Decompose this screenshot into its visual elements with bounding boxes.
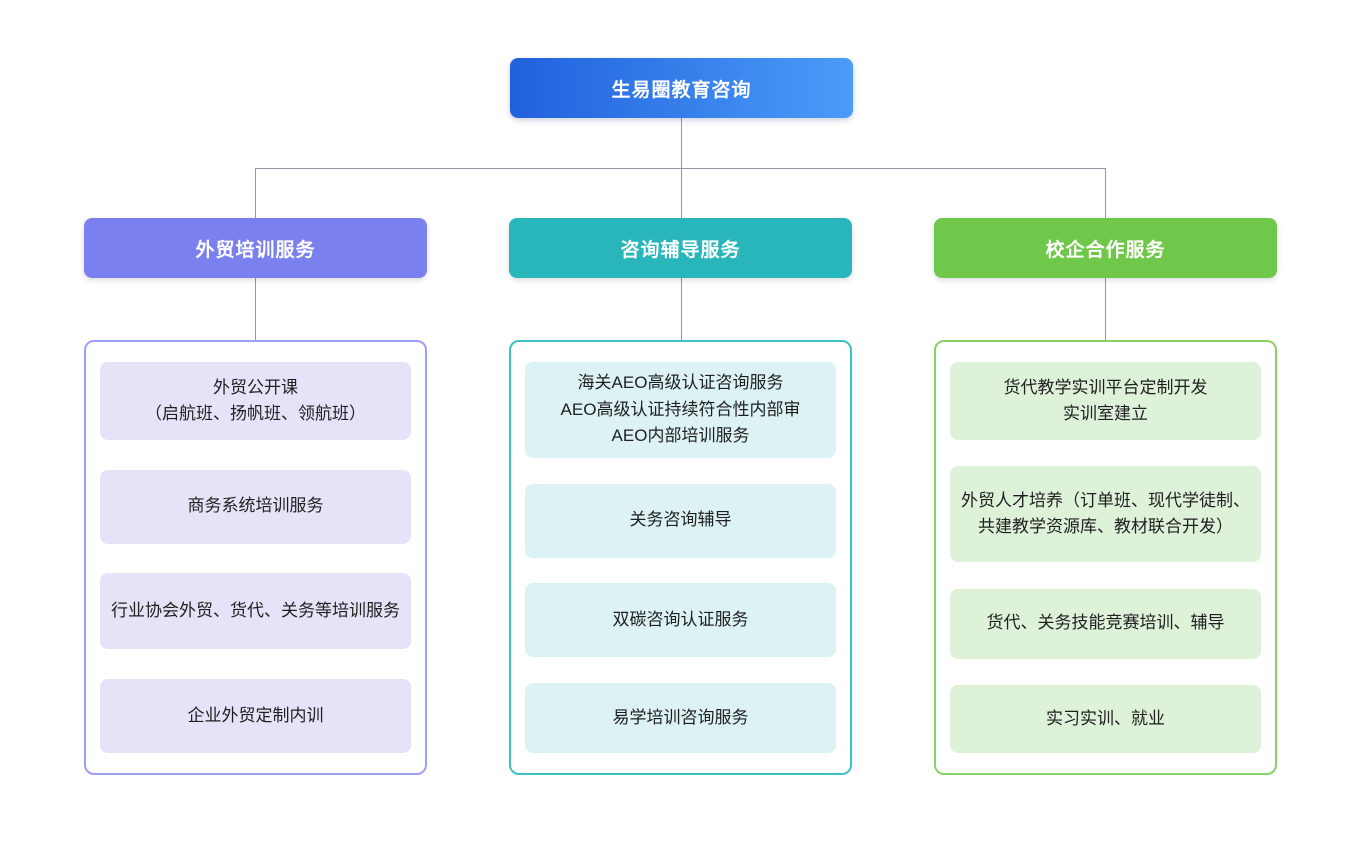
- branch-header-trade-training: 外贸培训服务: [84, 218, 427, 278]
- branch-container-school-enterprise: 货代教学实训平台定制开发 实训室建立 外贸人才培养（订单班、现代学徒制、共建教学…: [934, 340, 1277, 775]
- root-node: 生易圈教育咨询: [510, 58, 853, 118]
- branch-container-trade-training: 外贸公开课 （启航班、扬帆班、领航班） 商务系统培训服务 行业协会外贸、货代、关…: [84, 340, 427, 775]
- branch-header-label: 咨询辅导服务: [620, 239, 741, 261]
- service-item: 双碳咨询认证服务: [525, 583, 836, 658]
- service-item-label: 双碳咨询认证服务: [612, 610, 749, 630]
- branch-container-consulting: 海关AEO高级认证咨询服务 AEO高级认证持续符合性内部审 AEO内部培训服务 …: [509, 340, 852, 775]
- branch-column-school-enterprise: 校企合作服务 货代教学实训平台定制开发 实训室建立 外贸人才培养（订单班、现代学…: [934, 218, 1277, 775]
- branch-column-consulting: 咨询辅导服务 海关AEO高级认证咨询服务 AEO高级认证持续符合性内部审 AEO…: [509, 218, 852, 775]
- service-item: 外贸人才培养（订单班、现代学徒制、共建教学资源库、教材联合开发）: [950, 466, 1261, 563]
- service-item: 企业外贸定制内训: [100, 678, 411, 753]
- service-item: 实习实训、就业: [950, 684, 1261, 753]
- connector-header-container-1: [255, 278, 256, 340]
- branch-column-trade-training: 外贸培训服务 外贸公开课 （启航班、扬帆班、领航班） 商务系统培训服务 行业协会…: [84, 218, 427, 775]
- service-item-label: 商务系统培训服务: [187, 496, 324, 516]
- branch-header-school-enterprise: 校企合作服务: [934, 218, 1277, 278]
- service-item: 外贸公开课 （启航班、扬帆班、领航班）: [100, 362, 411, 440]
- service-item-label: 货代、关务技能竞赛培训、辅导: [986, 613, 1225, 633]
- connector-horizontal: [255, 168, 1106, 169]
- connector-branch-drop-1: [255, 168, 256, 218]
- root-node-label: 生易圈教育咨询: [611, 79, 752, 101]
- service-item-label: 行业协会外贸、货代、关务等培训服务: [111, 601, 400, 621]
- service-item-label: 关务咨询辅导: [629, 510, 732, 530]
- service-item: 货代教学实训平台定制开发 实训室建立: [950, 362, 1261, 440]
- service-item: 海关AEO高级认证咨询服务 AEO高级认证持续符合性内部审 AEO内部培训服务: [525, 362, 836, 458]
- connector-header-container-3: [1105, 278, 1106, 340]
- service-item-label: 海关AEO高级认证咨询服务 AEO高级认证持续符合性内部审 AEO内部培训服务: [560, 373, 801, 446]
- branch-header-label: 外贸培训服务: [195, 239, 316, 261]
- service-item-label: 外贸公开课 （启航班、扬帆班、领航班）: [145, 377, 366, 423]
- service-item: 货代、关务技能竞赛培训、辅导: [950, 588, 1261, 659]
- service-item: 商务系统培训服务: [100, 469, 411, 544]
- service-item: 易学培训咨询服务: [525, 682, 836, 753]
- service-item: 关务咨询辅导: [525, 483, 836, 558]
- service-item-label: 企业外贸定制内训: [187, 705, 324, 725]
- service-item-label: 货代教学实训平台定制开发 实训室建立: [1003, 377, 1208, 423]
- connector-header-container-2: [681, 278, 682, 340]
- service-item-label: 实习实训、就业: [1046, 708, 1165, 728]
- branch-header-label: 校企合作服务: [1045, 239, 1166, 261]
- connector-branch-drop-3: [1105, 168, 1106, 218]
- service-item-label: 易学培训咨询服务: [612, 707, 749, 727]
- service-item-label: 外贸人才培养（订单班、现代学徒制、共建教学资源库、教材联合开发）: [961, 490, 1250, 537]
- branch-header-consulting: 咨询辅导服务: [509, 218, 852, 278]
- service-item: 行业协会外贸、货代、关务等培训服务: [100, 573, 411, 650]
